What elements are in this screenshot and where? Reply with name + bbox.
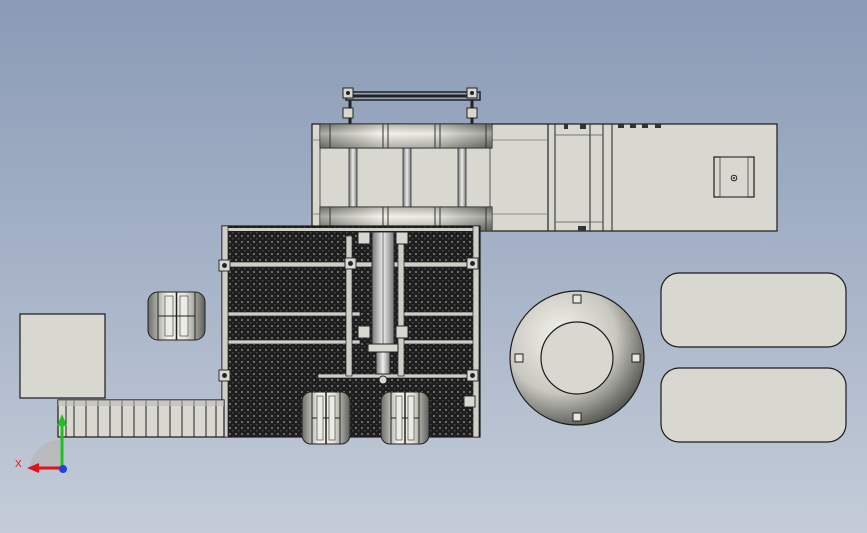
center-actuator: [357, 231, 409, 385]
lower-roller-wheel-left: [301, 391, 351, 445]
housing-top-slots: [564, 124, 661, 231]
side-roller-wheel: [147, 291, 206, 341]
z-axis-dot-icon: [59, 465, 67, 473]
top-feeder-assembly[interactable]: [311, 87, 778, 232]
top-roller-row: [319, 123, 493, 149]
lower-roller-wheel-right: [380, 391, 430, 445]
mesh-conveyor-frame[interactable]: [218, 225, 481, 438]
top-guide-frame: [342, 87, 481, 124]
x-axis-label: X: [15, 459, 22, 470]
lower-conveyor[interactable]: [57, 399, 225, 438]
x-axis-arrow-icon: [27, 463, 39, 473]
corner-brackets: [218, 257, 479, 408]
tray-lower[interactable]: [660, 367, 847, 443]
axis-triad: X: [15, 414, 67, 473]
conveyor-slats: [65, 400, 217, 437]
round-hopper[interactable]: [509, 290, 645, 426]
hopper-mount-points: [514, 294, 641, 422]
electrical-cabinet[interactable]: [19, 313, 106, 399]
y-axis-arrow-icon: [57, 414, 67, 426]
control-panel: [713, 156, 755, 198]
tray-upper[interactable]: [660, 272, 847, 348]
